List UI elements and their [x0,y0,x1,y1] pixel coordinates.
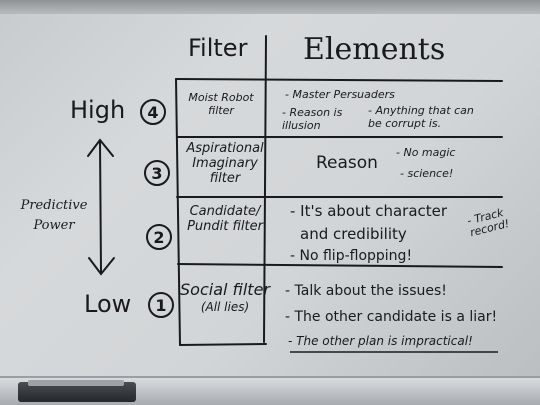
element-credibility: and credibility [300,225,407,243]
header-filter: Filter [188,34,248,62]
element-other-plan-impractical: - The other plan is impractical! [288,334,473,348]
power-arrow-up-head [87,138,114,157]
element-talk-issues: - Talk about the issues! [285,283,447,299]
column-divider [263,35,267,343]
level-2-number: 2 [146,224,172,250]
power-arrow-down-head [88,257,115,276]
row-divider-bottom [179,343,267,346]
filter-candidate-pundit: Candidate/ Pundit filter [187,204,263,234]
filter-social-name: Social filter [180,280,270,299]
level-4-number: 4 [140,99,166,125]
element-master-persuaders: - Master Persuaders [285,88,395,101]
eraser-felt [28,380,124,386]
label-low: Low [84,290,132,318]
filter-social: Social filter (All lies) [178,280,272,315]
label-high: High [70,96,126,124]
level-3-number: 3 [144,160,170,186]
row-divider-3 [177,263,503,268]
element-reason-illusion: - Reason is illusion [282,106,343,133]
label-predictive-power: Predictive Power [20,198,88,233]
element-anything-corrupt: - Anything that can be corrupt is. [368,104,474,131]
level-1-number: 1 [148,292,174,318]
element-no-flip-flopping: - No flip-flopping! [290,248,413,264]
filter-left-border [175,78,181,346]
filter-moist-robot: Moist Robot filter [188,91,254,117]
filter-social-sub: (All lies) [200,300,250,314]
element-other-candidate-liar: - The other candidate is a liar! [285,309,498,325]
element-science: - science! [400,167,454,180]
element-no-magic: - No magic [396,146,456,159]
header-elements: Elements [303,32,446,67]
filter-aspirational-imaginary: Aspirational Imaginary filter [186,141,264,186]
whiteboard-frame-top [0,0,540,14]
whiteboard-eraser [18,382,136,402]
element-reason: Reason [316,153,378,173]
element-character: - It's about character [290,202,448,220]
header-underline [175,78,503,82]
power-arrow-shaft [99,141,102,273]
